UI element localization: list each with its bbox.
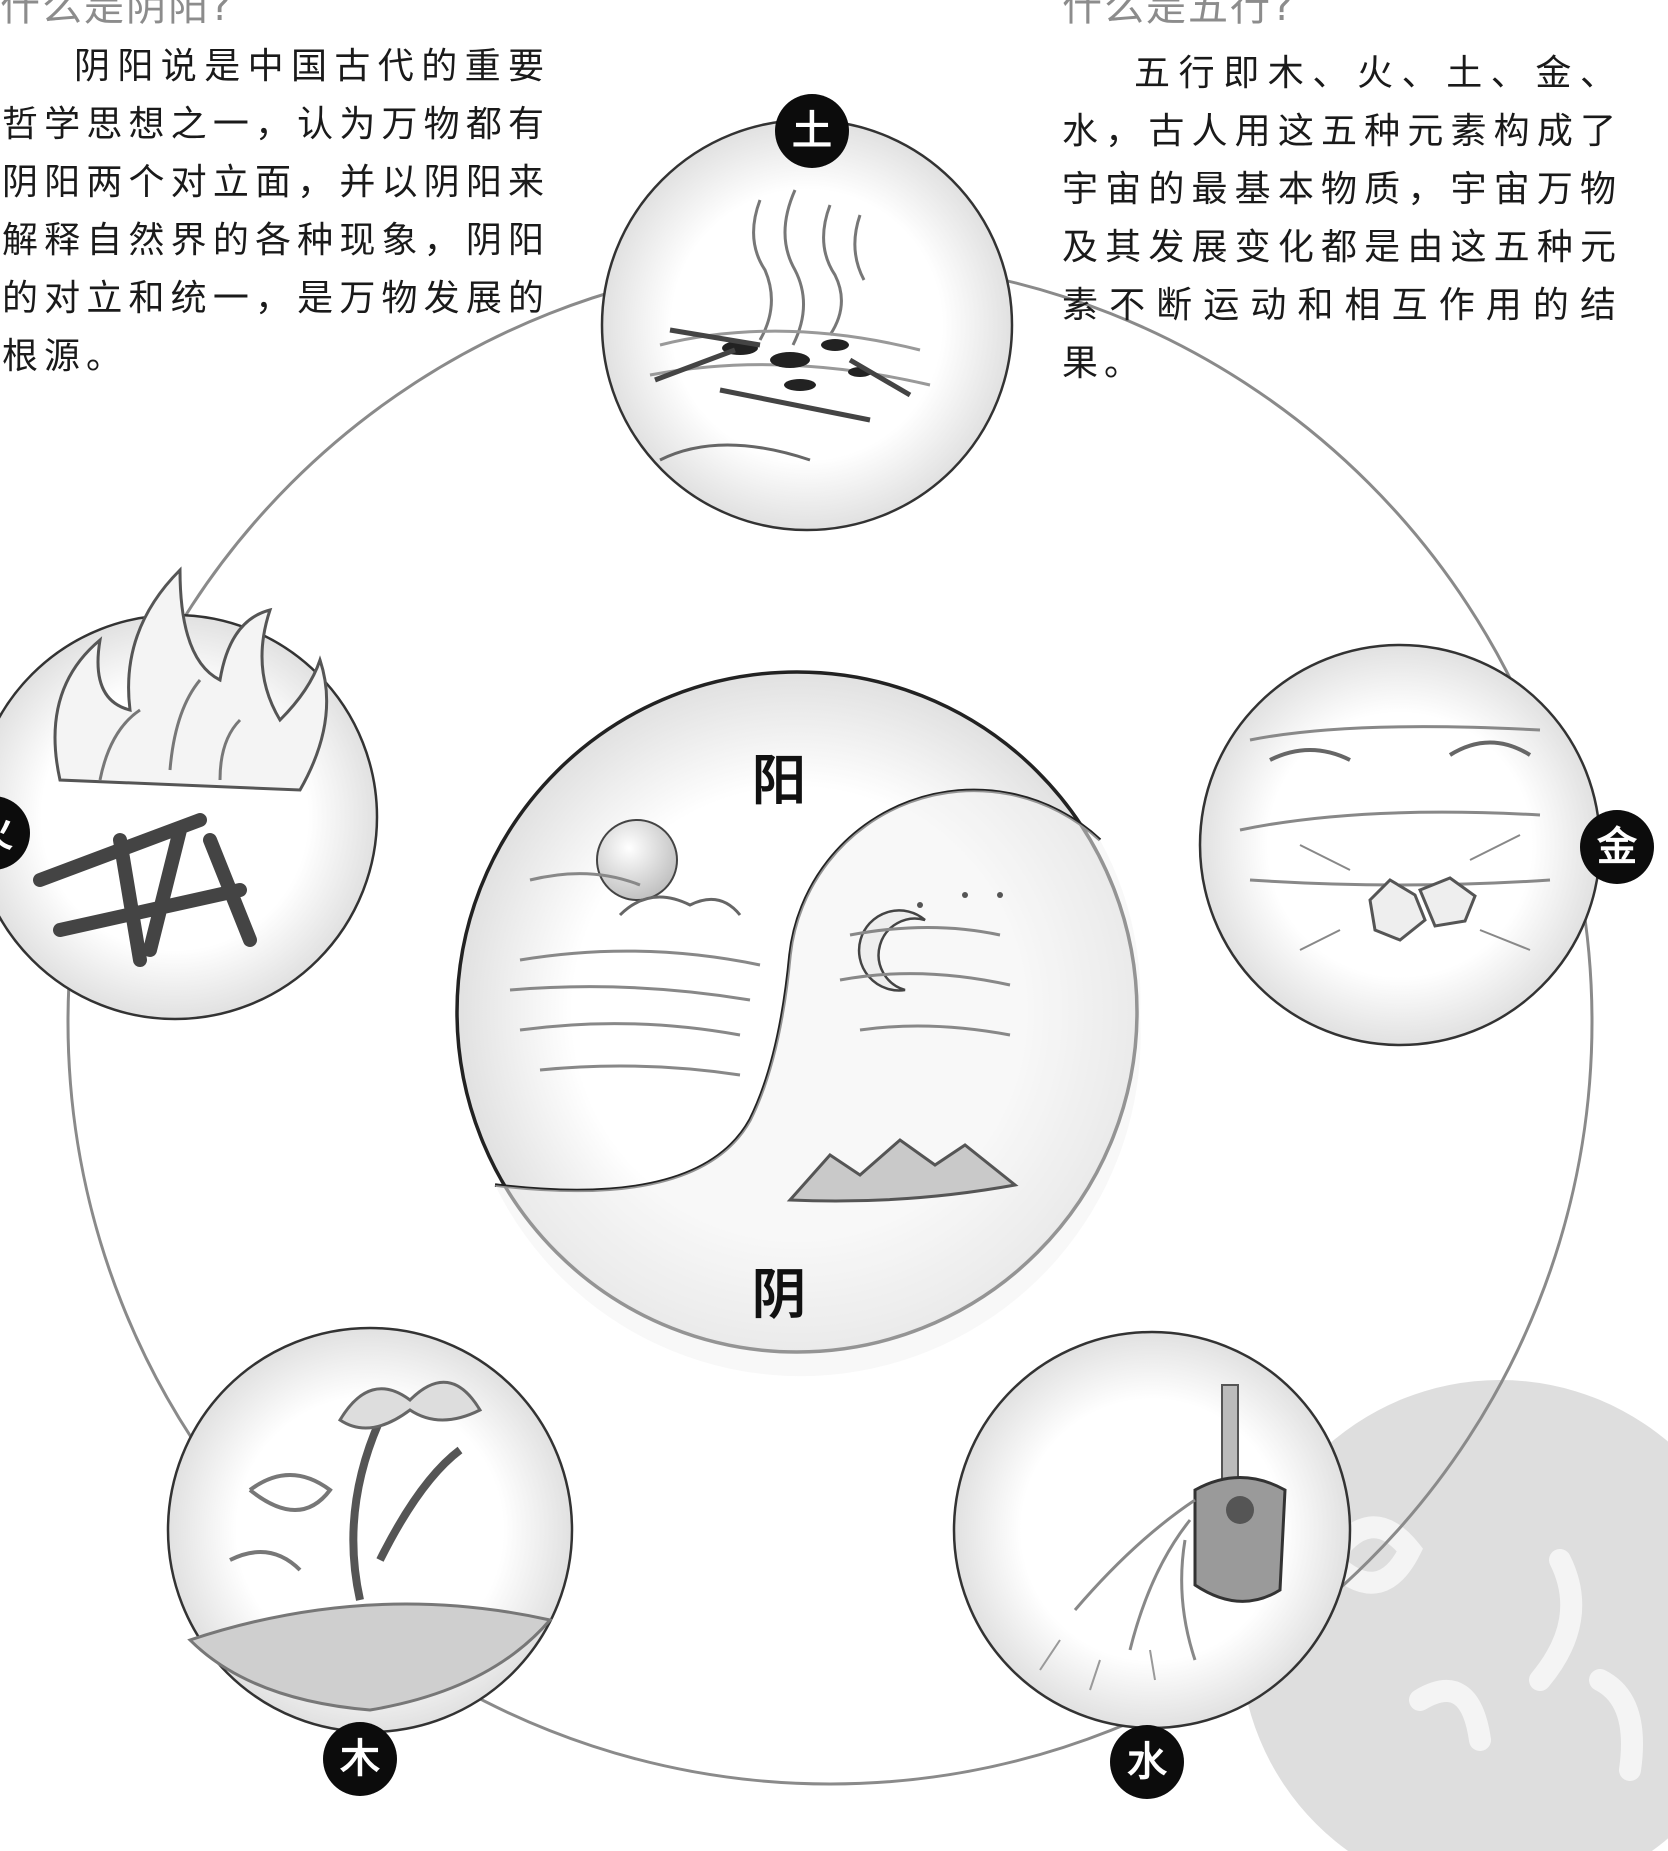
water-illustration [952, 1330, 1352, 1730]
water-badge: 水 [1110, 1725, 1184, 1799]
yin-label: 阴 [752, 1262, 806, 1326]
wood-badge: 木 [323, 1722, 397, 1796]
metal-illustration [1198, 643, 1602, 1047]
sun-icon [596, 819, 678, 901]
yang-label: 阳 [752, 748, 806, 812]
yinyang-heading: 什么是阴阳? [0, 0, 234, 30]
yin-yang-illustration [455, 670, 1141, 1377]
fire-illustration [0, 566, 379, 1021]
wood-illustration [166, 1326, 574, 1734]
earth-illustration [600, 118, 1014, 532]
wuxing-paragraph: 五行即木、火、土、金、水，古人用这五种元素构成了宇宙的最基本物质，宇宙万物及其发… [1062, 53, 1622, 384]
metal-badge: 金 [1580, 810, 1654, 884]
earth-badge: 土 [775, 94, 849, 168]
yinyang-paragraph: 阴阳说是中国古代的重要哲学思想之一，认为万物都有阴阳两个对立面，并以阴阳来解释自… [2, 46, 550, 377]
wuxing-heading: 什么是五行? [1062, 0, 1296, 30]
